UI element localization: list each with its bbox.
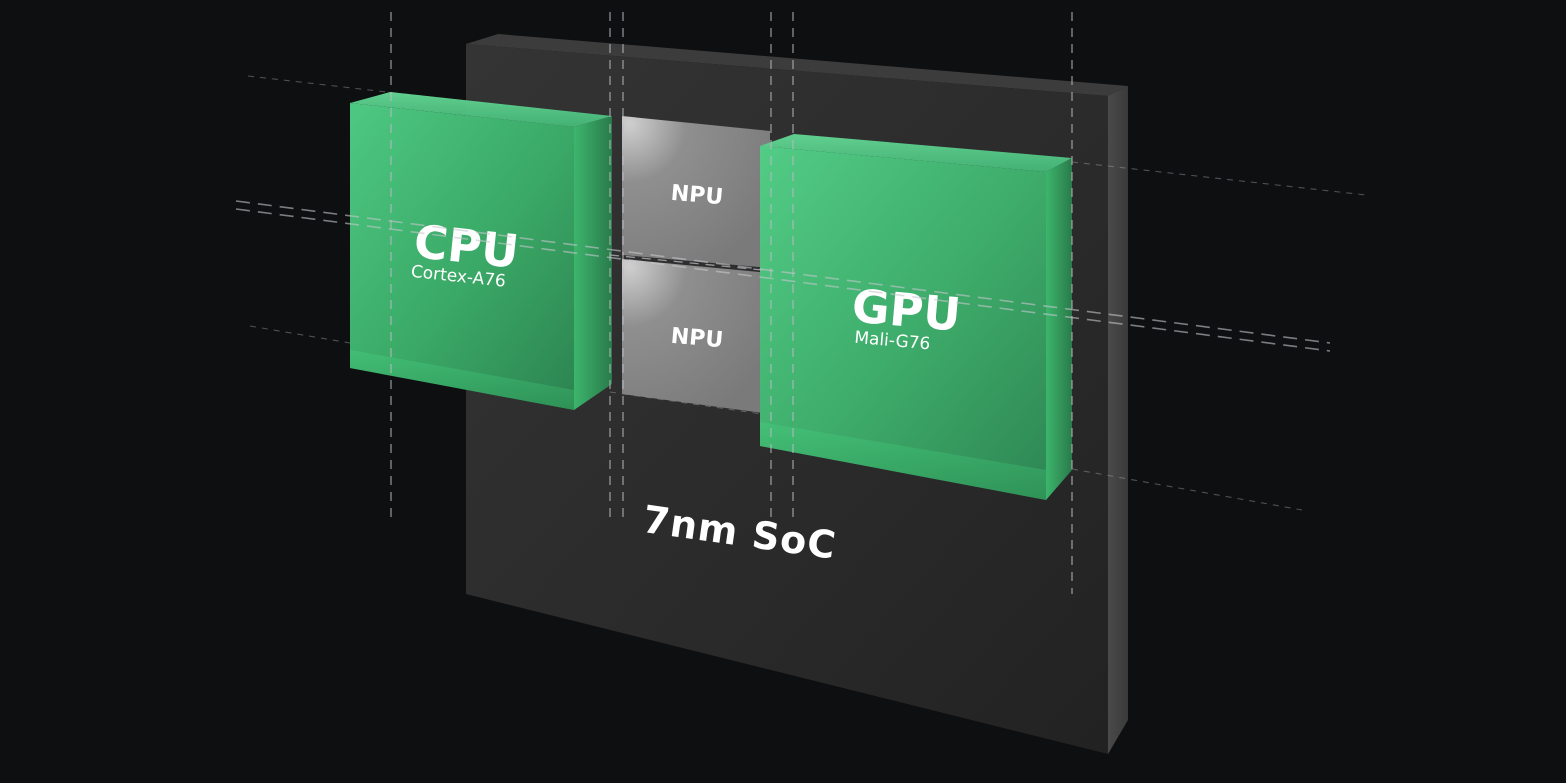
npu-bottom-block: NPU <box>622 259 770 414</box>
npu-bottom-title: NPU <box>670 324 724 353</box>
npu-top-block: NPU <box>622 116 770 268</box>
gpu-title: GPU <box>850 279 963 342</box>
gpu-block: GPU Mali-G76 <box>760 134 1072 500</box>
guide-lines-front <box>235 12 1331 594</box>
npu-top-title: NPU <box>670 181 724 210</box>
cpu-block: CPU Cortex-A76 <box>350 92 612 410</box>
cpu-title: CPU <box>411 214 521 279</box>
